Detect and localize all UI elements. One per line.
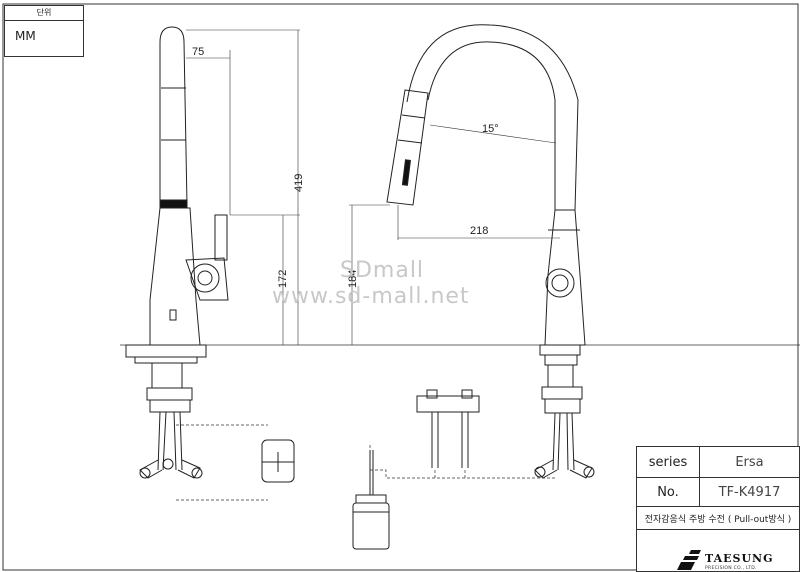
unit-box: 단위 MM [4, 5, 84, 57]
battery-box [352, 450, 390, 550]
dim-172: 172 [277, 270, 289, 288]
control-box-left [261, 439, 295, 483]
dim-75: 75 [192, 46, 204, 58]
number-value: TF-K4917 [718, 484, 781, 500]
dim-419: 419 [293, 174, 305, 192]
faucet-front-view [125, 26, 229, 479]
drawing-frame [2, 3, 799, 571]
brand-name: TAESUNG [705, 552, 774, 565]
sensor-bracket [416, 389, 480, 468]
watermark-line2: www.sd-mall.net [272, 284, 470, 309]
angle-line [429, 124, 557, 144]
unit-value: MM [15, 29, 36, 43]
brand-subtitle: PRECISION CO., LTD. [705, 566, 757, 571]
dim-218: 218 [470, 225, 488, 237]
unit-label: 단위 [5, 6, 83, 21]
dim-184: 184 [347, 270, 359, 288]
title-block: series Ersa No. TF-K4917 전자감응식 주방 수전 ( P… [636, 446, 800, 572]
series-row: series Ersa [637, 447, 799, 478]
sensor-wire-right [369, 445, 556, 479]
taesung-logo-icon [677, 550, 701, 570]
dimension-lines-right [349, 204, 560, 345]
dim-angle: 15° [482, 123, 499, 135]
faucet-side-view [386, 24, 595, 479]
number-label: No. [637, 478, 700, 506]
watermark-line1: SDmall [340, 258, 425, 283]
series-value: Ersa [735, 454, 764, 470]
description-row: 전자감응식 주방 수전 ( Pull-out방식 ) [637, 507, 799, 530]
dimension-lines-left [186, 29, 300, 345]
sensor-wire-left [176, 424, 268, 501]
series-label: series [637, 447, 700, 477]
brand-area: TAESUNG PRECISION CO., LTD. [637, 530, 799, 571]
description: 전자감응식 주방 수전 ( Pull-out방식 ) [644, 514, 792, 525]
number-row: No. TF-K4917 [637, 478, 799, 507]
